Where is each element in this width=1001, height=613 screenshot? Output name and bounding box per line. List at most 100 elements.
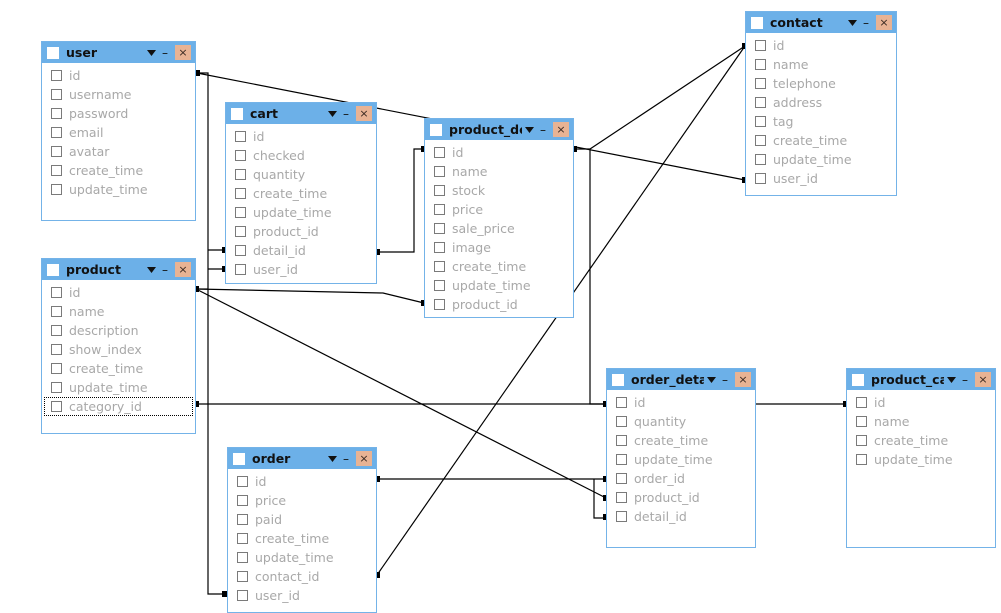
field-row[interactable]: email [44,123,193,142]
field-row[interactable]: avatar [44,142,193,161]
field-checkbox[interactable] [235,169,246,180]
close-icon[interactable]: × [876,15,892,30]
field-row[interactable]: user_id [230,586,374,605]
field-row[interactable]: id [427,143,571,162]
field-checkbox[interactable] [434,299,445,310]
table-select-checkbox[interactable] [430,123,442,136]
field-checkbox[interactable] [856,397,867,408]
field-checkbox[interactable] [51,306,62,317]
field-row[interactable]: name [44,302,193,321]
field-row[interactable]: name [849,412,993,431]
field-checkbox[interactable] [237,590,248,601]
field-row[interactable]: name [427,162,571,181]
minimize-icon[interactable]: – [343,106,349,121]
field-row[interactable]: quantity [228,165,374,184]
minimize-icon[interactable]: – [722,372,728,387]
field-checkbox[interactable] [51,184,62,195]
table-select-checkbox[interactable] [231,107,243,120]
field-checkbox[interactable] [51,146,62,157]
close-icon[interactable]: × [175,45,191,60]
field-checkbox[interactable] [51,325,62,336]
table-order_detail[interactable]: order_detail – × idquantitycreate_timeup… [606,368,756,548]
table-header-order_detail[interactable]: order_detail – × [607,369,755,390]
field-checkbox[interactable] [434,280,445,291]
field-row[interactable]: id [228,127,374,146]
table-header-product_category[interactable]: product_cate – × [847,369,995,390]
field-checkbox[interactable] [235,131,246,142]
field-checkbox[interactable] [237,571,248,582]
field-checkbox[interactable] [51,108,62,119]
table-window-controls[interactable]: – × [845,12,892,33]
table-select-checkbox[interactable] [233,452,245,465]
table-header-product[interactable]: product – × [42,259,195,280]
field-checkbox[interactable] [755,116,766,127]
field-row[interactable]: product_id [609,488,753,507]
field-row[interactable]: create_time [748,131,894,150]
field-row[interactable]: product_id [228,222,374,241]
field-checkbox[interactable] [237,552,248,563]
field-row[interactable]: id [849,393,993,412]
table-select-checkbox[interactable] [852,373,864,386]
field-row[interactable]: id [44,283,193,302]
field-checkbox[interactable] [237,533,248,544]
field-checkbox[interactable] [755,173,766,184]
field-checkbox[interactable] [755,97,766,108]
field-checkbox[interactable] [235,150,246,161]
field-checkbox[interactable] [434,147,445,158]
table-select-checkbox[interactable] [47,263,59,276]
field-row[interactable]: quantity [609,412,753,431]
field-checkbox[interactable] [51,344,62,355]
field-checkbox[interactable] [434,261,445,272]
close-icon[interactable]: × [735,372,751,387]
field-checkbox[interactable] [235,264,246,275]
field-checkbox[interactable] [434,166,445,177]
table-header-contact[interactable]: contact – × [746,12,896,33]
close-icon[interactable]: × [356,451,372,466]
field-checkbox[interactable] [755,59,766,70]
table-window-controls[interactable]: – × [325,103,372,124]
field-row[interactable]: id [44,66,193,85]
field-row[interactable]: update_time [228,203,374,222]
field-row[interactable]: update_time [230,548,374,567]
field-row[interactable]: create_time [228,184,374,203]
close-icon[interactable]: × [975,372,991,387]
close-icon[interactable]: × [553,122,569,137]
field-row[interactable]: create_time [230,529,374,548]
field-row[interactable]: id [748,36,894,55]
field-checkbox[interactable] [616,511,627,522]
field-checkbox[interactable] [434,204,445,215]
table-header-order[interactable]: order – × [228,448,376,469]
field-row[interactable]: image [427,238,571,257]
chevron-down-icon[interactable] [144,42,158,63]
field-checkbox[interactable] [235,226,246,237]
field-row[interactable]: create_time [44,359,193,378]
field-row[interactable]: category_id [44,397,193,416]
chevron-down-icon[interactable] [144,259,158,280]
minimize-icon[interactable]: – [540,122,546,137]
field-row[interactable]: update_time [427,276,571,295]
field-row[interactable]: create_time [44,161,193,180]
field-checkbox[interactable] [237,495,248,506]
minimize-icon[interactable]: – [343,451,349,466]
minimize-icon[interactable]: – [162,45,168,60]
field-row[interactable]: update_time [609,450,753,469]
chevron-down-icon[interactable] [325,448,339,469]
field-row[interactable]: update_time [849,450,993,469]
field-row[interactable]: id [609,393,753,412]
field-row[interactable]: address [748,93,894,112]
field-checkbox[interactable] [235,188,246,199]
field-checkbox[interactable] [51,127,62,138]
field-checkbox[interactable] [616,492,627,503]
field-checkbox[interactable] [51,287,62,298]
field-row[interactable]: create_time [427,257,571,276]
field-row[interactable]: tag [748,112,894,131]
field-checkbox[interactable] [755,78,766,89]
field-row[interactable]: update_time [44,378,193,397]
field-checkbox[interactable] [235,207,246,218]
field-row[interactable]: checked [228,146,374,165]
